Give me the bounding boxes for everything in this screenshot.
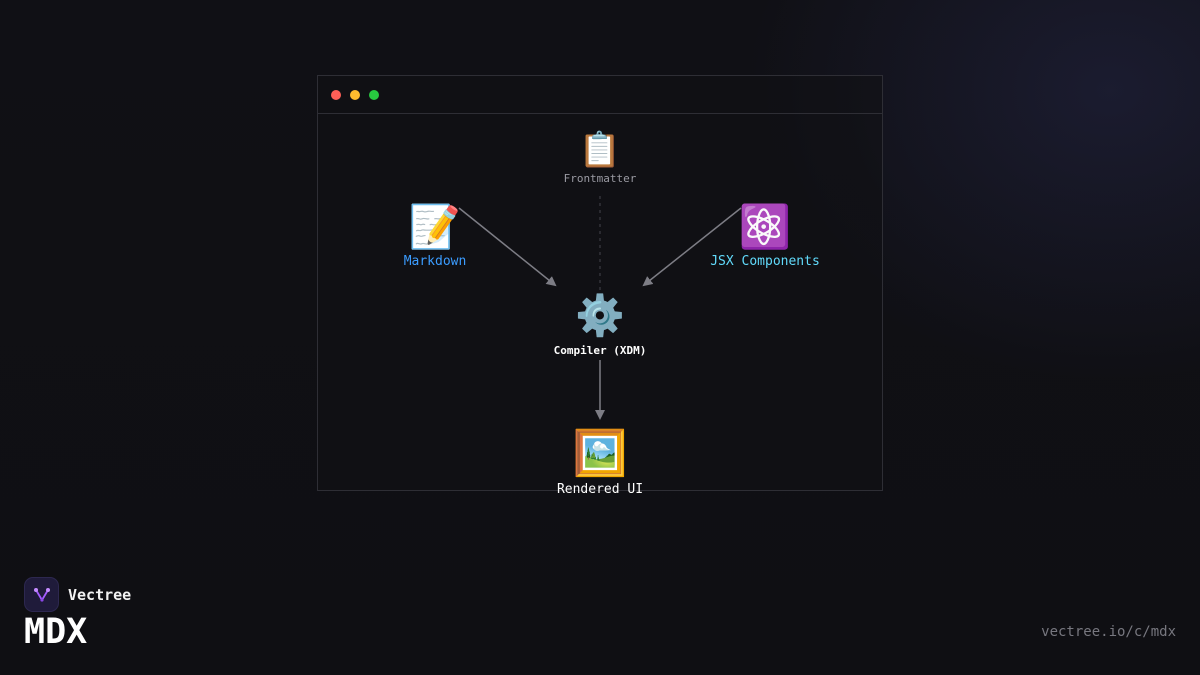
brand: Vectree — [24, 577, 131, 612]
jsx-components-label: JSX Components — [710, 254, 820, 269]
jsx-arrow — [642, 207, 742, 287]
framed-picture-icon: 🖼️ — [572, 428, 628, 479]
clipboard-icon: 📋 — [578, 130, 622, 170]
product-title: MDX — [24, 612, 88, 652]
memo-icon: 📝 — [408, 202, 462, 251]
atom-icon: ⚛️ — [738, 202, 792, 251]
jsx-components-node: ⚛️ JSX Components — [710, 202, 820, 270]
rendered-ui-label: Rendered UI — [556, 482, 644, 497]
compiler-node: ⚙️ Compiler (XDM) — [554, 296, 647, 357]
vectree-logo-icon — [24, 577, 59, 612]
close-dot[interactable] — [331, 90, 341, 100]
window-titlebar — [318, 76, 882, 114]
maximize-dot[interactable] — [369, 90, 379, 100]
compiler-label: Compiler (XDM) — [553, 344, 647, 357]
frontmatter-label: Frontmatter — [563, 172, 637, 185]
markdown-label: Markdown — [403, 254, 467, 269]
brand-name: Vectree — [68, 585, 132, 604]
minimize-dot[interactable] — [350, 90, 360, 100]
markdown-arrow — [458, 207, 557, 287]
markdown-node: 📝 Markdown — [403, 202, 467, 270]
rendered-ui-node: 🖼️ Rendered UI — [556, 428, 644, 498]
footer-url[interactable]: vectree.io/c/mdx — [1041, 624, 1176, 640]
gear-icon: ⚙️ — [575, 293, 625, 339]
frontmatter-node: 📋 Frontmatter — [564, 133, 637, 185]
